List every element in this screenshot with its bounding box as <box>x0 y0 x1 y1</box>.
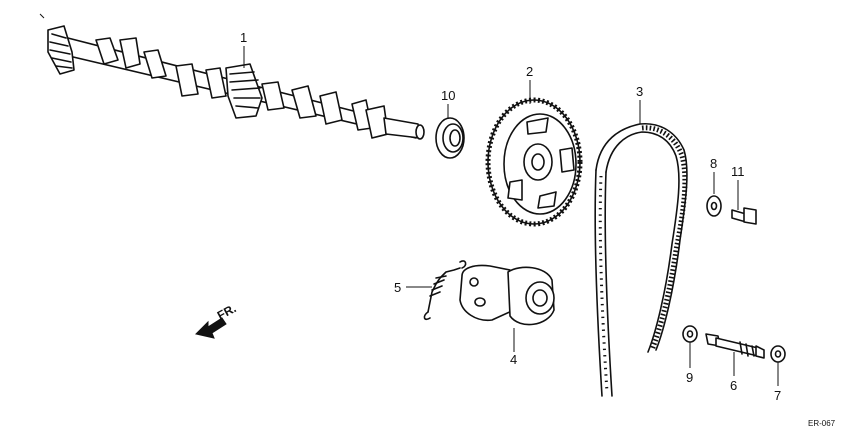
washer-9 <box>682 325 698 343</box>
tensioner-spring <box>423 260 467 321</box>
camshaft-pulley <box>485 97 583 227</box>
callout-11: 11 <box>731 164 745 179</box>
callout-4: 4 <box>510 352 517 367</box>
callout-10: 10 <box>441 88 455 103</box>
callout-3: 3 <box>636 84 643 99</box>
nut-7 <box>770 345 786 363</box>
belt-tensioner <box>459 264 555 326</box>
callout-5: 5 <box>394 280 401 295</box>
callout-8: 8 <box>710 156 717 171</box>
corner-mark <box>39 13 45 19</box>
leader-lines <box>243 46 779 386</box>
camshaft <box>47 25 425 140</box>
washer-8 <box>706 195 722 217</box>
front-arrow-icon <box>195 317 227 339</box>
callout-6: 6 <box>730 378 737 393</box>
diagram-reference-code: ER-067 <box>808 419 836 428</box>
callout-7: 7 <box>774 388 781 403</box>
front-direction-indicator: FR. <box>195 301 239 339</box>
bolt-6 <box>705 333 765 359</box>
timing-belt <box>594 123 688 397</box>
bolt-11 <box>731 207 757 225</box>
callout-labels: 1 2 3 4 5 6 7 8 9 10 11 <box>240 30 781 403</box>
callout-1: 1 <box>240 30 247 45</box>
front-label: FR. <box>215 301 239 322</box>
callout-9: 9 <box>686 370 693 385</box>
oil-seal <box>435 117 465 159</box>
callout-2: 2 <box>526 64 533 79</box>
